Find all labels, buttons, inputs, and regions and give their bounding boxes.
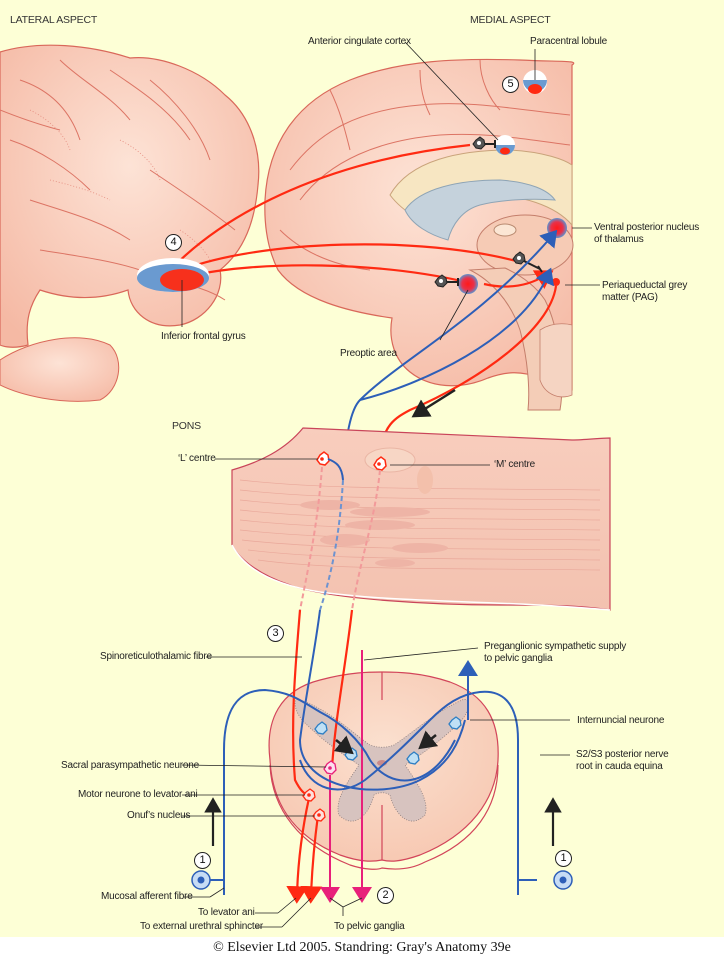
label-internuncial-neurone: Internuncial neurone xyxy=(577,715,665,726)
medial-aspect-heading: MEDIAL ASPECT xyxy=(470,14,551,26)
step-marker-3: 3 xyxy=(267,625,284,642)
step-marker-4: 4 xyxy=(165,234,182,251)
label-onufs-nucleus: Onuf’s nucleus xyxy=(127,810,191,821)
anatomy-illustration xyxy=(0,41,611,928)
label-ventral-posterior-nucleus: Ventral posterior nucleus of thalamus xyxy=(594,222,700,245)
lateral-brain xyxy=(0,44,260,402)
l-centre-neuron xyxy=(316,451,344,481)
path-to-cingulate xyxy=(171,143,471,269)
pag-dot xyxy=(552,278,560,286)
label-preganglionic-sympathetic: Preganglionic sympathetic supply to pelv… xyxy=(484,641,627,664)
preoptic-nucleus xyxy=(458,274,478,294)
label-preoptic-area: Preoptic area xyxy=(340,348,397,359)
pink-efferent-fibres xyxy=(320,650,372,903)
paracentral-lobule-hotspot xyxy=(523,70,547,94)
cord-arrow-left xyxy=(333,735,354,755)
sacral-parasympathetic-neurone xyxy=(323,760,337,775)
cingulate-hotspot xyxy=(495,135,515,155)
step-marker-2: 2 xyxy=(377,887,394,904)
label-inferior-frontal-gyrus: Inferior frontal gyrus xyxy=(161,331,246,342)
cingulate-interneuron xyxy=(472,136,496,150)
mucosal-afferent-cell-left xyxy=(191,870,211,890)
descending-arrow xyxy=(411,388,456,418)
label-mucosal-afferent-fibre: Mucosal afferent fibre xyxy=(101,891,193,902)
label-to-levator-ani: To levator ani xyxy=(198,907,255,918)
pag-to-m-centre-path xyxy=(378,285,558,456)
motor-neurone-levator xyxy=(302,788,316,802)
label-spinoreticulothalamic-fibre: Spinoreticulothalamic fibre xyxy=(100,651,212,662)
label-m-centre: ‘M’ centre xyxy=(494,459,535,470)
cortical-efferent-paths xyxy=(171,143,554,289)
label-s2s3-nerve-root: S2/S3 posterior nerve root in cauda equi… xyxy=(576,749,669,772)
pons-heading: PONS xyxy=(172,420,201,432)
step-marker-1-right: 1 xyxy=(555,850,572,867)
pons-dashed-paths xyxy=(299,466,381,611)
onufs-nucleus-neurone xyxy=(312,808,326,822)
mucosal-afferent-cell-right xyxy=(553,870,573,890)
path-to-preoptic xyxy=(189,264,467,284)
label-periaqueductal-grey: Periaqueductal grey matter (PAG) xyxy=(602,280,688,303)
preoptic-interneuron xyxy=(434,274,459,288)
label-anterior-cingulate-cortex: Anterior cingulate cortex xyxy=(308,36,411,47)
pons-section xyxy=(231,427,611,611)
label-to-external-urethral-sphincter: To external urethral sphincter xyxy=(140,921,263,932)
lateral-aspect-heading: LATERAL ASPECT xyxy=(10,14,98,26)
descending-efferent-fibres xyxy=(286,609,354,904)
label-sacral-parasympathetic-neurone: Sacral parasympathetic neurone xyxy=(61,760,199,771)
m-centre-neuron xyxy=(373,456,387,471)
copyright-caption: © Elsevier Ltd 2005. Standring: Gray's A… xyxy=(0,937,724,959)
leader-lines xyxy=(181,41,600,928)
path-to-pag-interneuron xyxy=(181,243,521,272)
step-marker-5: 5 xyxy=(502,76,519,93)
figure-canvas: LATERAL ASPECT MEDIAL ASPECT PONS Anteri… xyxy=(0,0,724,937)
step-marker-1-left: 1 xyxy=(194,852,211,869)
ventral-posterior-nucleus xyxy=(547,218,567,238)
spinal-cord-section xyxy=(268,671,499,870)
label-paracentral-lobule: Paracentral lobule xyxy=(530,36,608,47)
label-l-centre: ‘L’ centre xyxy=(178,453,216,464)
cord-arrow-right xyxy=(418,730,439,750)
label-motor-neurone-levator-ani: Motor neurone to levator ani xyxy=(78,789,198,800)
label-to-pelvic-ganglia: To pelvic ganglia xyxy=(334,921,405,932)
medial-brain xyxy=(264,58,575,411)
afferent-loops xyxy=(205,609,537,895)
inferior-frontal-gyrus-region xyxy=(137,258,209,292)
